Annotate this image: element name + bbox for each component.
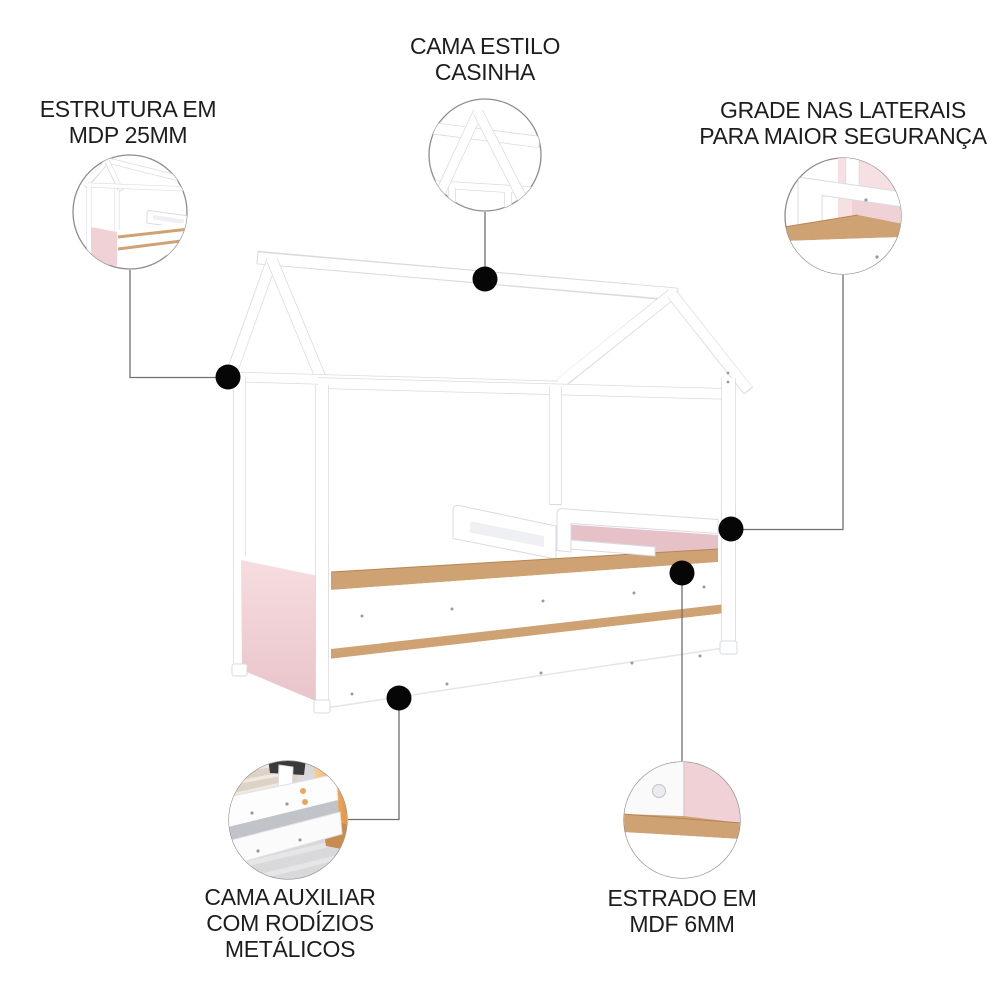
callout-lines	[129, 212, 844, 821]
label-line: METÁLICOS	[224, 936, 356, 962]
detail-circle-auxiliar	[228, 760, 348, 880]
label-line: CAMA ESTILO	[409, 33, 561, 59]
label-line: GRADE NAS LATERAIS	[720, 97, 966, 123]
callout-dots	[215, 266, 744, 711]
ridge-beam	[256, 250, 679, 302]
callout-dot-grade	[718, 516, 744, 542]
callout-dot-estrutura	[215, 364, 241, 390]
label-line: ESTRUTURA EM	[39, 96, 217, 122]
label-line: MDF 6MM	[629, 911, 735, 937]
detail-circle-roof-peak	[428, 98, 542, 212]
label-cama-auxiliar: CAMA AUXILIAR COM RODÍZIOS METÁLICOS	[204, 884, 376, 962]
callout-line-grade	[742, 275, 844, 531]
trundle-face	[318, 613, 726, 710]
callout-dot-estilo	[472, 266, 498, 292]
house-bed-frame	[221, 250, 754, 714]
label-line: ESTRADO EM	[607, 885, 757, 911]
headboard-pink-panel	[241, 555, 318, 702]
callout-dot-auxiliar	[386, 685, 412, 711]
label-line: PARA MAIOR SEGURANÇA	[699, 123, 987, 149]
callout-line-estrutura	[129, 270, 217, 379]
foot-gable	[544, 289, 754, 398]
detail-circle-estrutura	[72, 154, 188, 270]
back-guard-rail	[452, 504, 557, 560]
label-line: CASINHA	[434, 59, 536, 85]
detail-circle-estrado	[623, 761, 741, 879]
callout-dot-estrado	[669, 560, 695, 586]
label-line: CAMA AUXILIAR	[204, 884, 376, 910]
label-estrutura-mdp: ESTRUTURA EM MDP 25MM	[40, 96, 217, 148]
label-estrado-mdf: ESTRADO EM MDF 6MM	[607, 885, 756, 937]
callout-line-auxiliar	[348, 709, 400, 821]
trundle-wood-strip	[331, 604, 726, 659]
head-gable	[221, 257, 331, 392]
detail-circle-grade	[784, 157, 902, 275]
label-grade-laterais: GRADE NAS LATERAIS PARA MAIOR SEGURANÇA	[699, 97, 987, 149]
label-cama-estilo-casinha: CAMA ESTILO CASINHA	[410, 33, 560, 85]
label-line: MDP 25MM	[68, 122, 188, 148]
label-line: COM RODÍZIOS	[206, 910, 374, 936]
front-guard-rail	[556, 508, 719, 557]
bed-drawer-face	[331, 562, 726, 649]
wall-plates	[235, 371, 732, 400]
